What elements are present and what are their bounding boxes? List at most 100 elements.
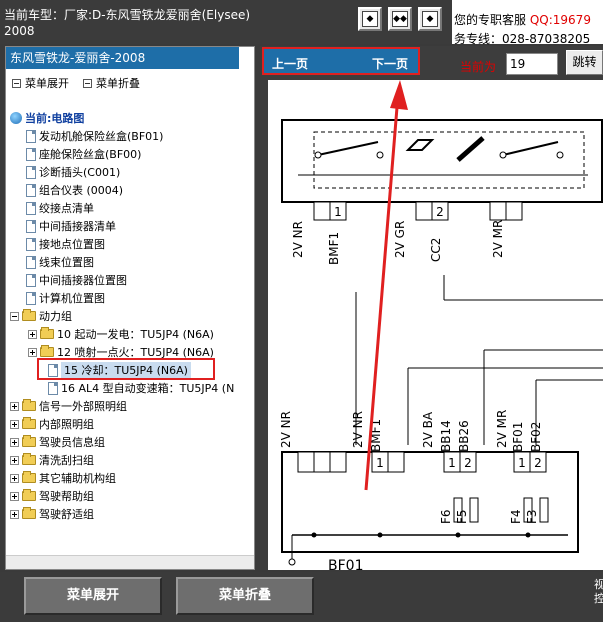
tree-folder-group[interactable]: 清洗刮扫组 <box>10 451 94 469</box>
connector-pin <box>329 451 347 473</box>
circuit-diagram-svg: 1 2 2V NR BMF1 2V GR CC2 2V MR 2V NR 2V … <box>279 80 603 574</box>
pin-label: 1 <box>376 456 384 470</box>
document-icon <box>26 273 36 287</box>
folder-icon <box>22 453 36 465</box>
tree-folder-group[interactable]: 驾驶帮助组 <box>10 487 94 505</box>
tree-folder-item[interactable]: 12 喷射一点火：TU5JP4 (N6A) <box>28 343 214 361</box>
wire-label: 2V NR <box>351 411 365 448</box>
tree-item-doc[interactable]: 计算机位置图 <box>26 289 105 307</box>
next-page-icon: ◆ <box>422 11 438 27</box>
wire-label: 2V GR <box>393 221 407 258</box>
single-page-button[interactable]: ◆ <box>358 7 382 31</box>
service-qq-link[interactable]: QQ:19679 <box>529 13 591 27</box>
document-icon <box>26 201 36 215</box>
pin-label: 1 <box>334 205 342 219</box>
tree-item-doc[interactable]: 中间插接器位置图 <box>26 271 127 289</box>
wire-label: 2V MR <box>491 220 505 258</box>
single-page-icon: ◆ <box>362 11 378 27</box>
connector-pin <box>387 451 405 473</box>
tree-item-doc[interactable]: 线束位置图 <box>26 253 94 271</box>
wire-label: BB26 <box>457 420 471 452</box>
expand-node-icon[interactable] <box>10 509 19 519</box>
expand-node-icon[interactable] <box>10 419 19 429</box>
expand-tree-button[interactable]: 菜单展开 <box>12 75 69 91</box>
expand-node-icon[interactable] <box>10 455 19 465</box>
tree-folder-item[interactable]: 10 起动一发电：TU5JP4 (N6A) <box>28 325 214 343</box>
globe-icon <box>10 112 22 124</box>
switch-terminal <box>314 151 322 159</box>
document-icon <box>26 219 36 233</box>
menu-tree-panel: 东风雪铁龙-爱丽舍-2008 菜单展开 菜单折叠 当前:电路图 发动机舱保险丝盒… <box>5 46 255 570</box>
expand-node-icon[interactable] <box>28 347 37 357</box>
circuit-diagram: 1 2 2V NR BMF1 2V GR CC2 2V MR 2V NR 2V … <box>268 80 603 574</box>
prev-page-link[interactable]: 上一页 <box>272 57 309 71</box>
collapse-node-icon[interactable] <box>10 311 19 321</box>
wire-label: BF02 <box>529 422 543 452</box>
tree-item-selected[interactable]: 15 冷却：TU5JP4 (N6A) <box>48 361 191 379</box>
tree-item-doc[interactable]: 发动机舱保险丝盒(BF01) <box>26 127 163 145</box>
junction-dot <box>455 532 461 538</box>
pin-label: 1 <box>518 456 526 470</box>
tree-folder-group[interactable]: 信号一外部照明组 <box>10 397 127 415</box>
jump-button[interactable]: 跳转 <box>566 50 603 75</box>
fuse-label: F3 <box>525 509 539 524</box>
collapse-tree-button[interactable]: 菜单折叠 <box>83 75 140 91</box>
expand-node-icon[interactable] <box>10 401 19 411</box>
expand-menu-button[interactable]: 菜单展开 <box>24 577 162 615</box>
folder-icon <box>22 399 36 411</box>
folder-icon <box>22 309 36 321</box>
page-number-input[interactable]: 19 <box>506 53 558 75</box>
horizontal-scrollbar[interactable] <box>6 555 254 569</box>
top-bar: 当前车型：厂家:D-东风雪铁龙爱丽舍(Elysee) 2008 ◆ ◆◆ ◆ 您… <box>0 0 603 46</box>
double-page-button[interactable]: ◆◆ <box>388 7 412 31</box>
collapse-menu-button[interactable]: 菜单折叠 <box>176 577 314 615</box>
connector-pin <box>529 451 547 473</box>
tree-folder-group[interactable]: 驾驶舒适组 <box>10 505 94 523</box>
tree-folder-group[interactable]: 驾驶员信息组 <box>10 433 105 451</box>
service-line1: 您的专职客服 QQ:19679 <box>454 13 591 27</box>
connector-pin <box>459 451 477 473</box>
tree-root[interactable]: 当前:电路图 <box>10 109 84 127</box>
expand-node-icon[interactable] <box>10 491 19 501</box>
current-page-label: 当前为 <box>460 60 497 74</box>
next-page-link[interactable]: 下一页 <box>372 57 409 71</box>
expand-node-icon[interactable] <box>10 473 19 483</box>
document-icon <box>26 165 36 179</box>
tree-item-doc[interactable]: 诊断插头(C001) <box>26 163 120 181</box>
tree-item-doc[interactable]: 组合仪表 (0004) <box>26 181 123 199</box>
fuse <box>539 497 549 523</box>
service-phone: 务专线：028-87038205 <box>454 32 591 46</box>
wire-label: BB14 <box>439 420 453 452</box>
connector-pin <box>415 201 433 221</box>
tree-item-doc[interactable]: 绞接点清单 <box>26 199 94 217</box>
tree-item-doc[interactable]: 中间插接器清单 <box>26 217 116 235</box>
wire-label: 2V NR <box>291 221 305 258</box>
collapse-icon <box>83 78 92 88</box>
wire-label: 2V MR <box>495 410 509 448</box>
tree-folder-group[interactable]: 内部照明组 <box>10 415 94 433</box>
relay-coil-bar <box>456 136 485 162</box>
tree-folder-group[interactable]: 其它辅助机构组 <box>10 469 116 487</box>
tree-folder-power[interactable]: 动力组 <box>10 307 72 325</box>
connector-pin <box>489 201 507 221</box>
annotation-arrow <box>364 94 400 491</box>
tree-item-doc[interactable]: 接地点位置图 <box>26 235 105 253</box>
switch-terminal <box>499 151 507 159</box>
folder-icon <box>40 327 54 339</box>
folder-icon <box>40 345 54 357</box>
expand-node-icon[interactable] <box>28 329 37 339</box>
tree-item-doc[interactable]: 16 AL4 型自动变速箱：TU5JP4 (N <box>48 379 234 397</box>
junction-dot <box>377 532 383 538</box>
folder-icon <box>22 471 36 483</box>
tree-item-doc[interactable]: 座舱保险丝盒(BF00) <box>26 145 141 163</box>
next-page-button[interactable]: ◆ <box>418 7 442 31</box>
wire-label: 2V BA <box>421 411 435 448</box>
document-icon <box>26 183 36 197</box>
expand-node-icon[interactable] <box>10 437 19 447</box>
customer-service-panel: 您的专职客服 QQ:19679 务专线：028-87038205 <box>452 0 603 46</box>
pin-label: 2 <box>436 205 444 219</box>
switch-contact <box>317 141 379 156</box>
wire-label: BF01 <box>511 422 525 452</box>
connector-pin <box>329 201 347 221</box>
document-icon <box>26 237 36 251</box>
